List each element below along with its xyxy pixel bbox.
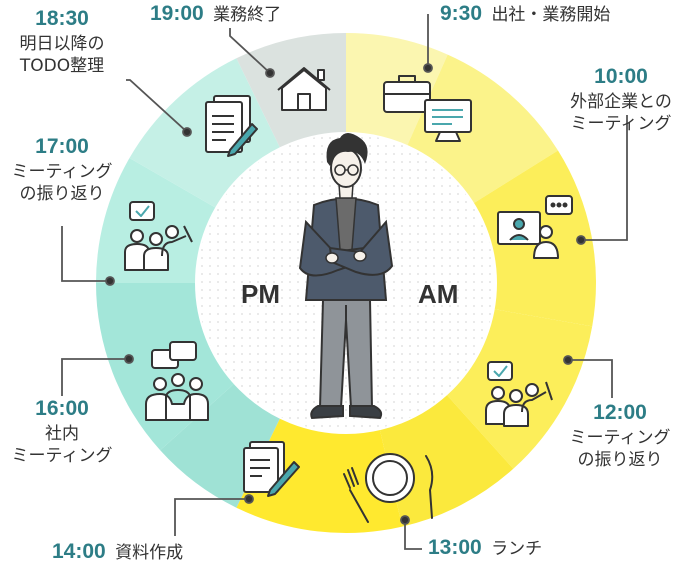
document-writing-icon <box>243 441 300 497</box>
event-1000-label: 10:00 外部企業との ミーティング <box>560 66 682 135</box>
lunch-plate-icon <box>343 453 434 523</box>
event-1830-line2: TODO整理 <box>19 56 105 76</box>
event-1400-label: 14:00 資料作成 <box>52 541 183 564</box>
event-1000-time: 10:00 <box>594 65 648 88</box>
event-1900-time: 19:00 <box>150 2 204 25</box>
event-1200-time: 12:00 <box>593 401 647 424</box>
todo-list-icon <box>205 95 258 157</box>
video-meeting-icon <box>497 195 573 259</box>
event-1200-line1: ミーティング <box>569 428 671 448</box>
team-meeting-icon <box>145 341 209 421</box>
event-1830-time: 18:30 <box>35 7 89 30</box>
event-0930-time: 9:30 <box>440 2 483 25</box>
event-1300-time: 13:00 <box>428 536 482 559</box>
connector-1300 <box>404 522 422 550</box>
event-0930-text: 出社・業務開始 <box>491 5 611 25</box>
event-1700-line1: ミーティング <box>11 162 113 182</box>
review-meeting-icon <box>485 361 553 427</box>
connector-1700 <box>61 226 110 282</box>
connector-1830 <box>126 79 187 132</box>
house-icon <box>277 67 331 111</box>
event-1200-line2: の振り返り <box>577 450 663 470</box>
am-label: AM <box>418 279 459 309</box>
event-1830-line1: 明日以降の <box>19 34 105 54</box>
connector-1900 <box>229 28 271 74</box>
event-1700-label: 17:00 ミーティング の振り返り <box>2 136 122 205</box>
businessman-illustration <box>298 133 394 420</box>
event-1900-text: 業務終了 <box>213 5 282 25</box>
connector-lines <box>61 14 628 550</box>
ring-segment-3 <box>446 309 593 469</box>
event-1400-time: 14:00 <box>52 540 106 563</box>
event-1600-time: 16:00 <box>35 397 89 420</box>
briefcase-and-computer-icon <box>383 75 472 142</box>
event-1600-label: 16:00 社内 ミーティング <box>2 398 122 467</box>
event-1000-line1: 外部企業との <box>570 92 672 112</box>
event-1830-label: 18:30 明日以降の TODO整理 <box>2 8 122 77</box>
event-1200-label: 12:00 ミーティング の振り返り <box>558 402 682 471</box>
event-1400-text: 資料作成 <box>115 543 184 563</box>
event-0930-label: 9:30 出社・業務開始 <box>440 3 610 26</box>
pm-label: PM <box>241 279 280 309</box>
event-1600-line2: ミーティング <box>11 446 113 466</box>
event-1300-text: ランチ <box>491 539 543 559</box>
event-1600-line1: 社内 <box>45 424 79 444</box>
connector-1400 <box>174 498 248 536</box>
connector-1000 <box>582 115 628 241</box>
ring-segment-1 <box>407 54 559 204</box>
event-1700-line2: の振り返り <box>19 184 105 204</box>
connector-1600 <box>61 358 128 396</box>
event-1900-label: 19:00 業務終了 <box>150 3 281 26</box>
event-1700-time: 17:00 <box>35 135 89 158</box>
event-1300-label: 13:00 ランチ <box>428 537 542 560</box>
ring-segment-4 <box>379 394 514 527</box>
event-1000-line2: ミーティング <box>570 114 672 134</box>
review-meeting-icon-pm <box>124 201 193 271</box>
connector-1200 <box>568 359 613 398</box>
